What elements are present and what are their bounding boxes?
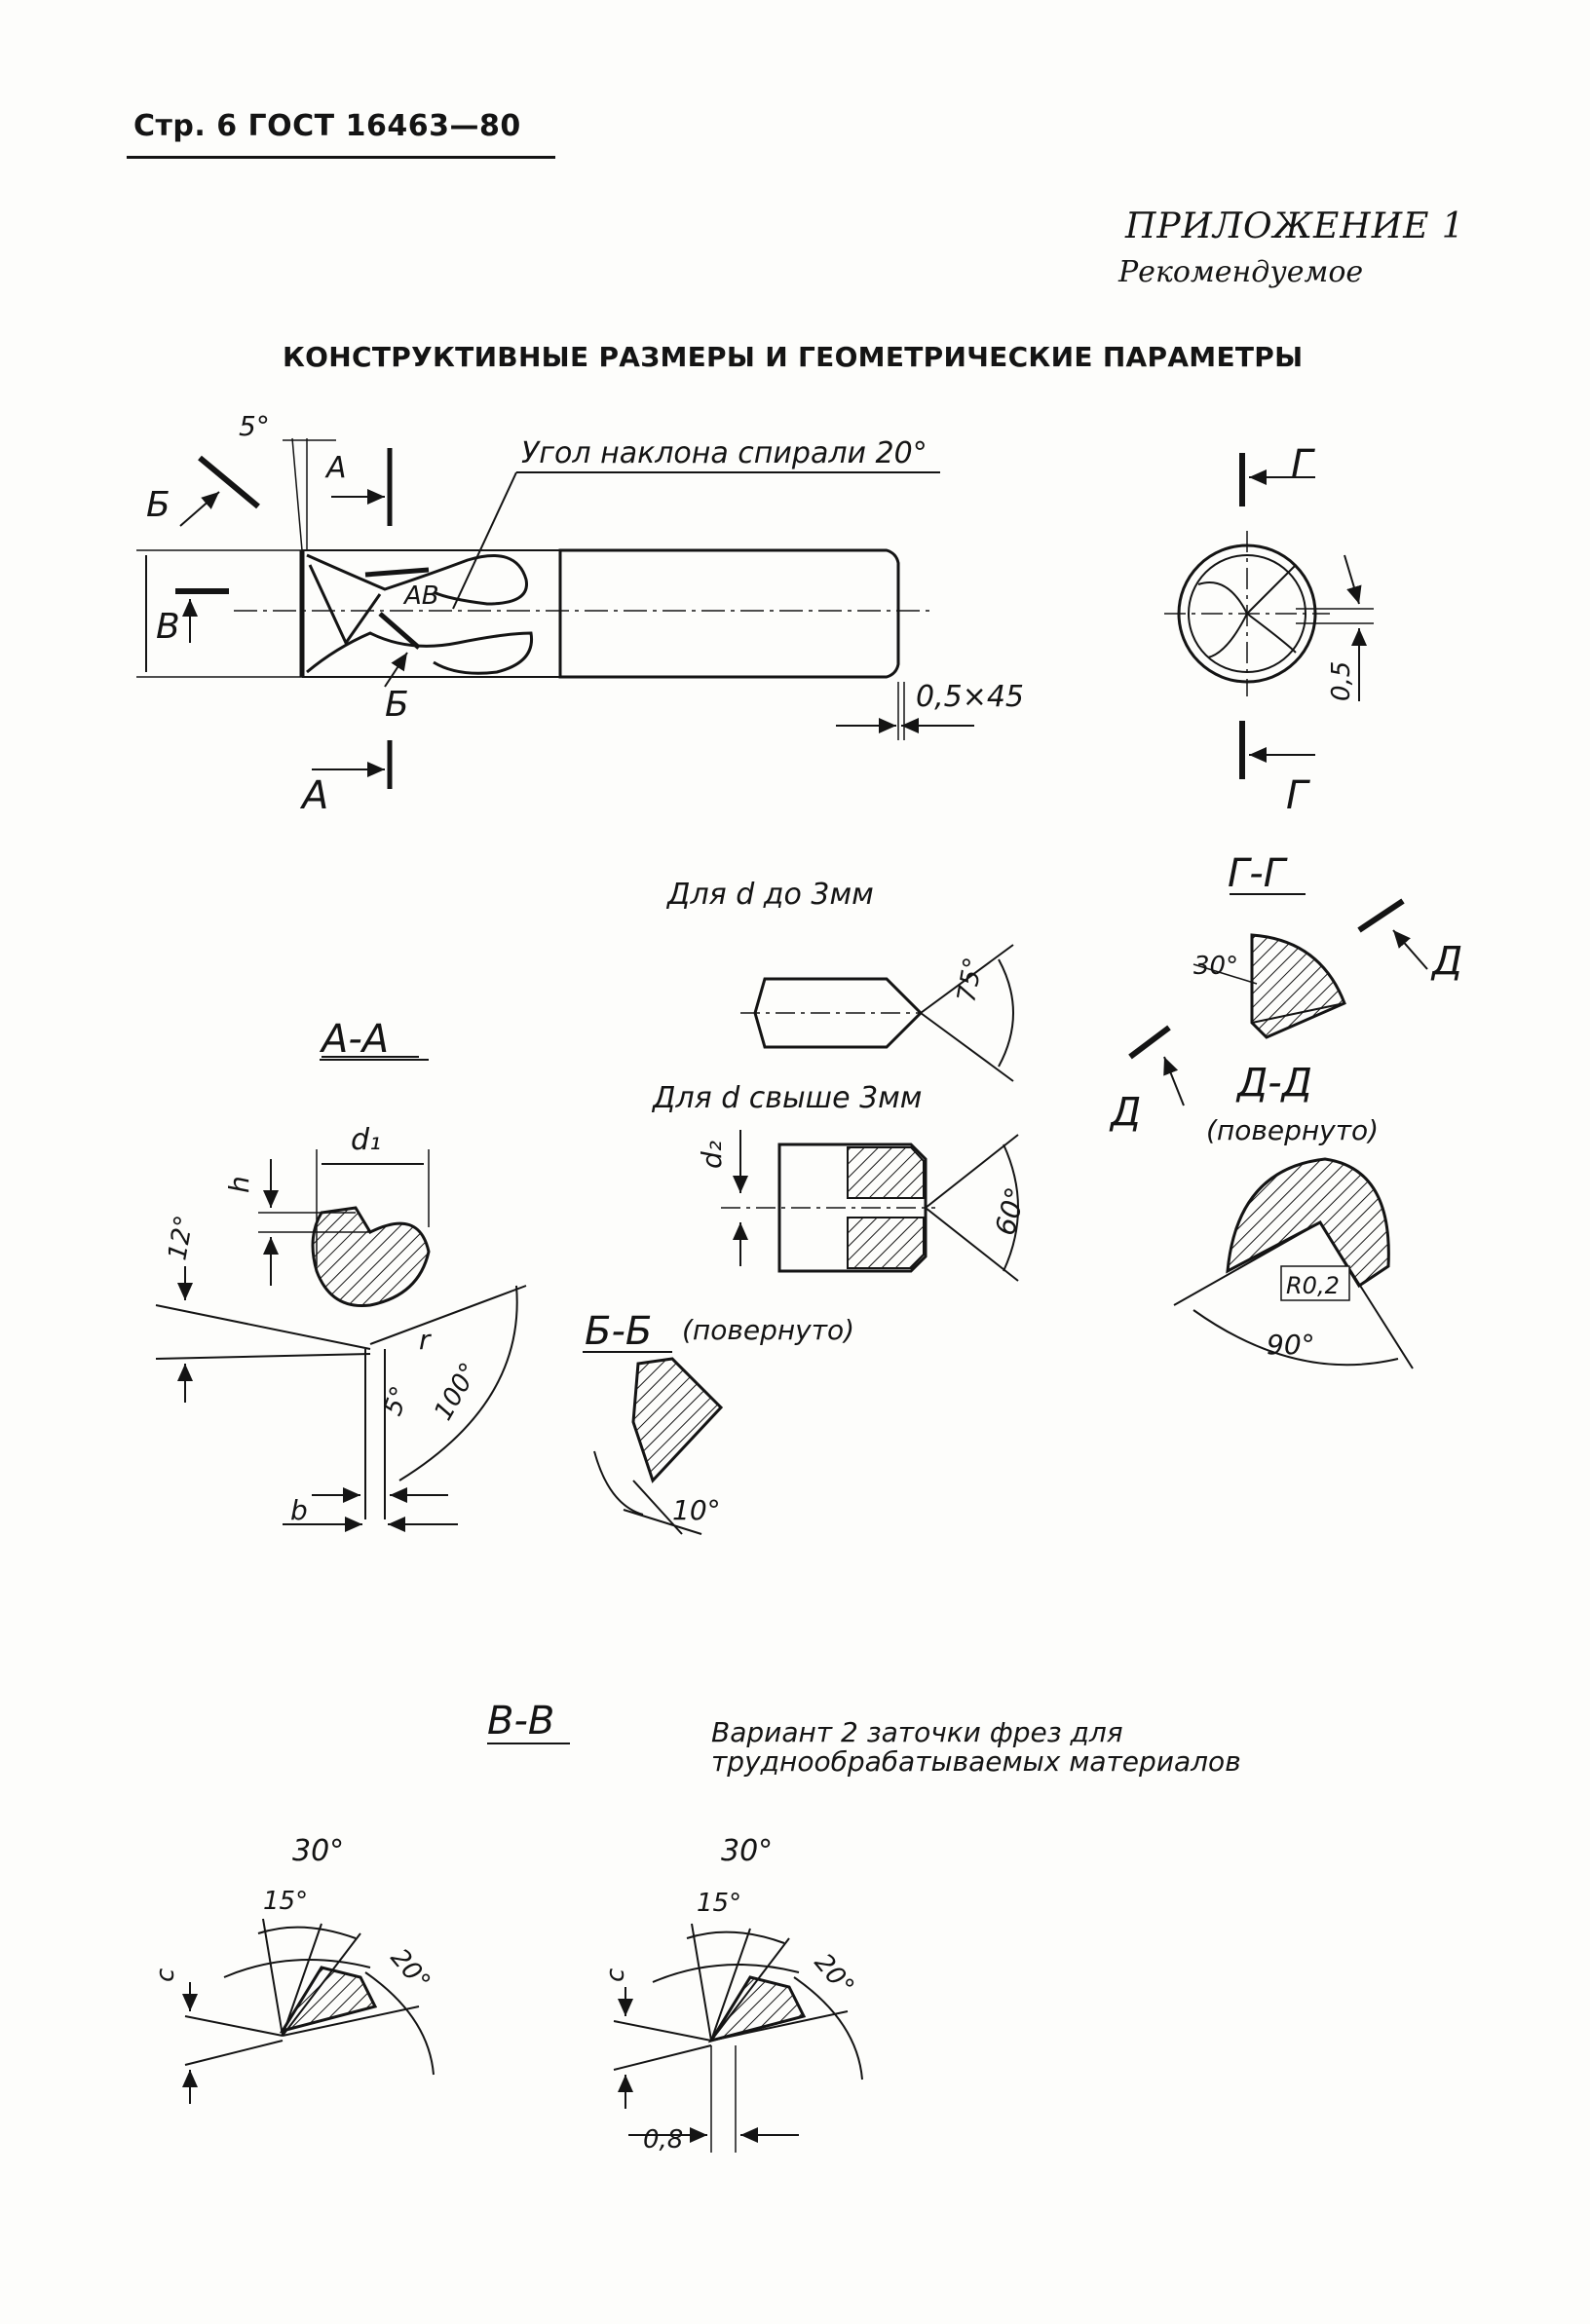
cut-g-label-bottom: Г bbox=[1286, 773, 1310, 818]
center-hole-large-labels: Для d свыше 3мм d₂ 60° bbox=[651, 1081, 1033, 1239]
r-label: r bbox=[419, 1324, 432, 1356]
angle-15-right: 15° bbox=[697, 1889, 741, 1918]
cut-a-label-bottom: А bbox=[299, 773, 328, 818]
angle-15-left: 15° bbox=[263, 1887, 308, 1916]
section-vv-right bbox=[613, 1923, 863, 2153]
caption-small: Для d до 3мм bbox=[665, 878, 874, 912]
angle-75-label: 75° bbox=[952, 956, 989, 1005]
cut-ab-label: АВ bbox=[402, 581, 439, 611]
h-label: h bbox=[223, 1176, 255, 1193]
cut-g-label-top: Г bbox=[1291, 442, 1315, 487]
angle-90-label: 90° bbox=[1267, 1329, 1315, 1361]
dim-05-label: 0,5 bbox=[1327, 661, 1356, 701]
section-vv-labels: В-В Вариант 2 заточки фрез для труднообр… bbox=[151, 1699, 1241, 2155]
main-view bbox=[136, 437, 974, 789]
center-hole-large bbox=[721, 1130, 1019, 1282]
helix-note: Угол наклона спирали 20° bbox=[521, 436, 928, 470]
section-dd-title: Д-Д bbox=[1235, 1061, 1312, 1106]
center-hole-small bbox=[740, 944, 1014, 1082]
section-vv-title: В-В bbox=[487, 1699, 554, 1743]
angle-30-left: 30° bbox=[292, 1834, 344, 1868]
chamfer-label: 0,5×45 bbox=[916, 680, 1024, 714]
section-dd-note: (повернуто) bbox=[1206, 1114, 1379, 1146]
center-hole-small-labels: Для d до 3мм 75° bbox=[665, 878, 989, 1004]
cut-d-label-right: Д bbox=[1430, 939, 1462, 984]
section-bb bbox=[593, 1357, 724, 1535]
variant-line-2: труднообрабатываемых материалов bbox=[711, 1745, 1241, 1778]
angle-60-label: 60° bbox=[989, 1183, 1033, 1238]
section-aa-title: А-А bbox=[319, 1017, 389, 1062]
cut-b-label-top: Б bbox=[146, 485, 170, 525]
angle-5-label: 5° bbox=[239, 410, 270, 442]
page-header: Стр. 6 ГОСТ 16463—80 bbox=[133, 109, 521, 143]
angle-30-right: 30° bbox=[721, 1834, 773, 1868]
appendix-title: ПРИЛОЖЕНИЕ 1 bbox=[1125, 206, 1465, 246]
section-aa bbox=[155, 1056, 527, 1532]
section-gg bbox=[1128, 898, 1428, 1106]
dim-d2-label: d₂ bbox=[696, 1141, 728, 1169]
b-label: b bbox=[290, 1494, 308, 1526]
end-view bbox=[1164, 453, 1374, 779]
d1-label: d₁ bbox=[351, 1123, 381, 1157]
radius-label: R0,2 bbox=[1286, 1272, 1340, 1299]
section-bb-note: (повернуто) bbox=[682, 1314, 854, 1346]
section-gg-labels: Г-Г 30° Д Д bbox=[1109, 851, 1462, 1135]
appendix-subtitle: Рекомендуемое bbox=[1118, 255, 1364, 289]
angle-10-label: 10° bbox=[672, 1494, 721, 1526]
main-view-labels: Угол наклона спирали 20° 5° А А Б Б В АВ… bbox=[146, 410, 1024, 818]
section-bb-title: Б-Б bbox=[585, 1309, 652, 1354]
c-right: c bbox=[601, 1968, 630, 1982]
cut-d-label-left: Д bbox=[1109, 1090, 1141, 1135]
section-gg-title: Г-Г bbox=[1228, 851, 1288, 896]
end-view-labels: Г Г 0,5 bbox=[1286, 442, 1356, 818]
variant-line-1: Вариант 2 заточки фрез для bbox=[711, 1716, 1123, 1748]
document-title: КОНСТРУКТИВНЫЕ РАЗМЕРЫ И ГЕОМЕТРИЧЕСКИЕ … bbox=[283, 341, 1304, 373]
angle-30-gg-label: 30° bbox=[1193, 952, 1238, 981]
section-vv-left bbox=[182, 1918, 435, 2104]
angle-12-label: 12° bbox=[163, 1214, 200, 1263]
section-bb-labels: Б-Б (повернуто) 10° bbox=[583, 1309, 854, 1526]
caption-large: Для d свыше 3мм bbox=[651, 1081, 922, 1115]
cut-a-label-top: А bbox=[324, 451, 347, 485]
cut-v-label: В bbox=[156, 607, 180, 647]
section-dd bbox=[1173, 1157, 1414, 1369]
angle-20-left: 20° bbox=[385, 1943, 436, 1997]
c-left: c bbox=[151, 1968, 180, 1982]
dim-08-label: 0,8 bbox=[643, 2125, 683, 2155]
header-rule bbox=[127, 156, 555, 159]
section-dd-labels: Д-Д (повернуто) R0,2 90° bbox=[1206, 1061, 1379, 1361]
cut-b-label-bottom: Б bbox=[385, 685, 409, 725]
